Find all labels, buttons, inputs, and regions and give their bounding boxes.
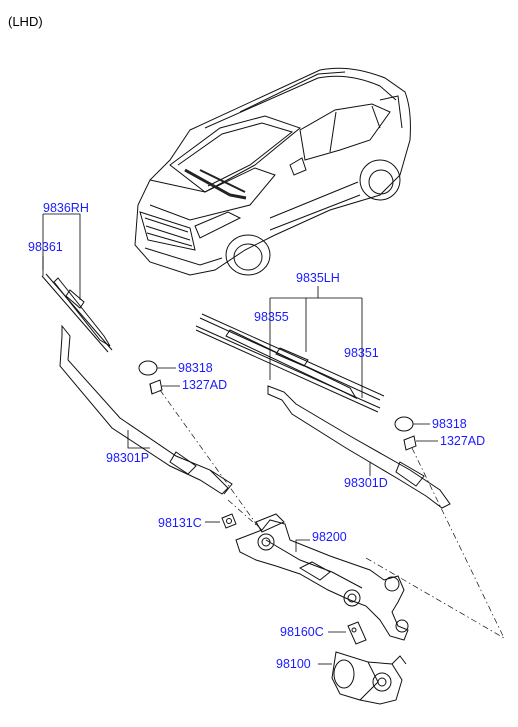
right-cap-and-nut: 98318 1327AD (394, 416, 485, 451)
part-label-9835lh[interactable]: 9835LH (296, 271, 340, 285)
lh-blade-assembly: 9835LH 98355 98351 (195, 271, 385, 413)
lhd-label: (LHD) (8, 14, 43, 29)
wiper-linkage (235, 513, 409, 641)
part-label-98200[interactable]: 98200 (312, 530, 347, 544)
leader-9836rh (42, 213, 81, 300)
part-label-98318-right[interactable]: 98318 (432, 417, 467, 431)
vehicle-illustration (134, 67, 411, 276)
part-label-98361[interactable]: 98361 (28, 240, 63, 254)
left-cap-and-nut: 98318 1327AD (138, 360, 227, 395)
rh-wiper-blade (41, 273, 113, 353)
part-label-98355[interactable]: 98355 (254, 310, 289, 324)
rh-wiper-arm (59, 324, 233, 495)
part-label-98351[interactable]: 98351 (344, 346, 379, 360)
lh-wiper-blade (195, 313, 385, 413)
fastener-98131c (221, 513, 237, 529)
nut-1327ad-left (149, 379, 163, 395)
nut-1327ad-right (403, 435, 417, 451)
part-label-98131c[interactable]: 98131C (158, 516, 202, 530)
leader-98200 (295, 539, 310, 552)
part-label-98301p[interactable]: 98301P (106, 451, 149, 465)
part-label-98301d[interactable]: 98301D (344, 476, 388, 490)
part-label-98160c[interactable]: 98160C (280, 625, 324, 639)
assembly-center-lines (159, 389, 505, 639)
part-label-98318-left[interactable]: 98318 (178, 361, 213, 375)
part-label-1327ad-right[interactable]: 1327AD (440, 434, 485, 448)
part-label-9836rh[interactable]: 9836RH (43, 201, 89, 215)
cap-98318-left (138, 360, 158, 376)
leader-98301p (127, 430, 150, 449)
rh-blade-assembly: 9836RH 98361 (28, 201, 113, 353)
wiper-motor (331, 651, 407, 705)
bolt-98160c (347, 621, 367, 645)
leader-9835lh (269, 286, 363, 398)
part-label-98100[interactable]: 98100 (276, 657, 311, 671)
cap-98318-right (394, 416, 414, 432)
part-label-1327ad-left[interactable]: 1327AD (182, 378, 227, 392)
lh-wiper-arm (267, 385, 451, 509)
